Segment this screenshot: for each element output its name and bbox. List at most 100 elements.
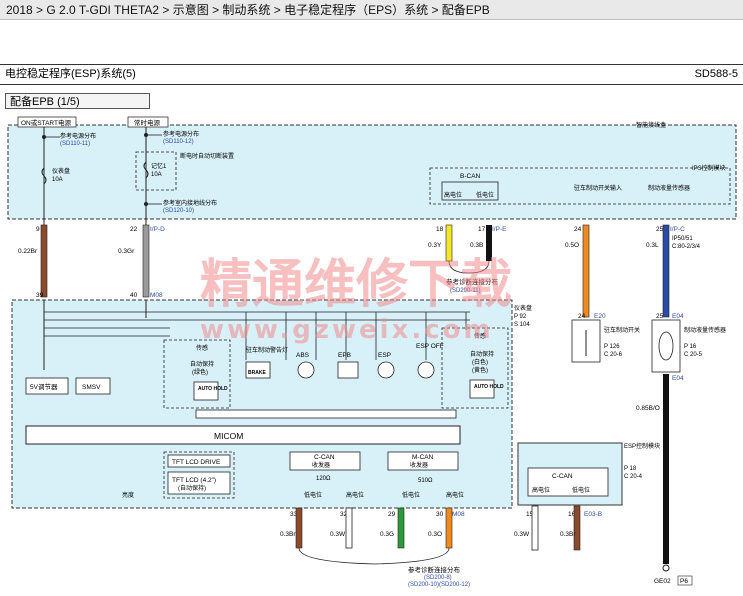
diagram-label: I/P-C <box>670 226 685 233</box>
diagram-label: 0.85B/O <box>636 405 660 412</box>
diagram-label: 0.3Y <box>428 242 442 249</box>
diagram-label: AUTO HOLD <box>474 384 504 390</box>
brake-warning-icon <box>245 361 271 379</box>
diagram-label: 仪表盘 <box>514 304 532 312</box>
diagram-label: (绿色) <box>192 368 208 376</box>
diagram-label: TFT LCD (4.2") <box>172 477 216 484</box>
section-title: 配备EPB (1/5) <box>5 93 150 109</box>
diagram-label: (SD120-10) <box>163 208 194 214</box>
diagram-label: ESP <box>378 352 391 359</box>
watermark-url: www.gzweix.com <box>200 315 494 345</box>
diagram-label: BRAKE <box>248 370 266 376</box>
diagram-label: GE02 <box>654 578 671 585</box>
diagram-label: (黄色) <box>472 366 488 374</box>
diagram-label: 24 <box>574 226 582 233</box>
diagram-label: 0.3L <box>646 242 659 249</box>
diagram-label: (SD200-11) <box>450 288 481 294</box>
diagram-label: 15 <box>526 511 534 518</box>
diagram-label: 9 <box>36 226 40 233</box>
diagram-label: 高电位 <box>346 491 364 499</box>
diagram-label: 0.3W <box>514 531 530 538</box>
diagram-label: E04 <box>672 375 684 382</box>
diagram-label: 断电时自动切断装置 <box>180 152 234 160</box>
diagram-label: 40 <box>130 292 138 299</box>
diagram-label: (SD200-10)(SD200-12) <box>408 582 470 588</box>
diagram-label: S 104 <box>514 322 530 328</box>
diagram-label: C-CAN <box>552 473 573 480</box>
diagram-label: 0.3W <box>330 531 346 538</box>
diagram-label: 5V调节器 <box>30 382 58 391</box>
diagram-label: (SD200-8) <box>424 575 452 581</box>
diagram-label: 10A <box>52 177 63 183</box>
diagram-label: 亮度 <box>122 491 134 499</box>
diagram-label: 制动液量传感器 <box>648 184 690 192</box>
breadcrumb: 2018 > G 2.0 T-GDI THETA2 > 示意图 > 制动系统 >… <box>0 0 743 20</box>
diagram-header: 电控稳定程序(ESP)系统(5) SD588-5 <box>0 64 743 85</box>
diagram-label: 29 <box>388 511 396 518</box>
diagram-label: I/P-E <box>492 226 507 233</box>
diagram-label: 10A <box>151 172 162 178</box>
diagram-label: 驻车制动警告灯 <box>246 346 288 354</box>
diagram-label: 25 <box>656 313 664 320</box>
diagram-label: 低电位 <box>476 191 494 199</box>
diagram-label: 参考诊断连接分布 <box>446 277 499 286</box>
wire-brown <box>40 224 48 298</box>
diagram-label: 低电位 <box>402 491 420 499</box>
diagram-label: 参考诊断连接分布 <box>408 565 461 574</box>
diagram-label: 高电位 <box>532 486 550 494</box>
smart-junction-panel <box>7 124 737 220</box>
esp-off-icon <box>417 361 435 379</box>
diagram-label: P 92 <box>514 314 527 320</box>
diagram-label: 0.5O <box>565 242 579 249</box>
diagram-label: 22 <box>130 226 138 233</box>
diagram-label: 高电位 <box>444 191 462 199</box>
diagram-label: 自动保持 <box>190 360 214 368</box>
fuse-icon <box>41 167 47 185</box>
diagram-label: 25 <box>656 226 664 233</box>
diagram-label: M08 <box>150 292 163 299</box>
diagram-label: 传感 <box>196 344 208 352</box>
diagram-label: 30 <box>436 511 444 518</box>
diagram-label: IPS控制模块 <box>692 164 726 172</box>
diagram-label: 驻车制动开关 <box>604 326 640 334</box>
level-sensor-box <box>651 319 681 373</box>
wire-black <box>486 225 492 261</box>
diagram-label: 收发器 <box>410 461 428 469</box>
diagram-label: C-CAN <box>314 454 335 461</box>
diagram-label: 32 <box>340 511 348 518</box>
page-title: 电控稳定程序(ESP)系统(5) <box>5 68 136 80</box>
diagram-label: E04 <box>672 313 684 320</box>
diagram-label: E03-B <box>584 511 602 518</box>
cluster-panel <box>11 299 513 509</box>
wire-orange <box>582 224 590 318</box>
diagram-label: 参考电源分布 <box>163 130 199 138</box>
diagram-label: 16 <box>568 511 576 518</box>
diagram-label: 仪表盘 <box>52 167 70 175</box>
diagram-label: 39 <box>36 292 44 299</box>
wire-blue <box>662 224 670 318</box>
diagram-label: B-CAN <box>460 173 481 180</box>
auto-hold-icon <box>193 381 219 401</box>
diagram-label: P 126 <box>604 344 620 350</box>
diagram-label: P 18 <box>624 466 637 472</box>
diagram-label: (SD110-12) <box>163 139 194 145</box>
diagram-label: 0.22Br <box>18 248 38 255</box>
diagram-label: (自动保持) <box>178 484 206 492</box>
diagram-label: 18 <box>436 226 444 233</box>
diagram-label: P 16 <box>684 344 697 350</box>
diagram-label: 记忆1 <box>151 162 167 170</box>
diagram-label: 低电位 <box>304 491 322 499</box>
diagram-label: 0.3O <box>428 531 442 538</box>
diagram-label: 驻车制动开关输入 <box>574 184 622 192</box>
diagram-label: EPB <box>338 352 351 359</box>
diagram-label: 0.3B <box>470 242 483 249</box>
diagram-label: 0.3Br <box>560 531 576 538</box>
wire-ground-black <box>663 374 669 564</box>
auto-hold-icon-2 <box>469 379 495 399</box>
wire-gray <box>142 224 150 298</box>
esp-icon <box>377 361 395 379</box>
diagram-label: I/P-D <box>150 226 165 233</box>
diagram-label: C:80-2/3/4 <box>672 244 701 250</box>
diagram-label: MICOM <box>214 431 243 441</box>
